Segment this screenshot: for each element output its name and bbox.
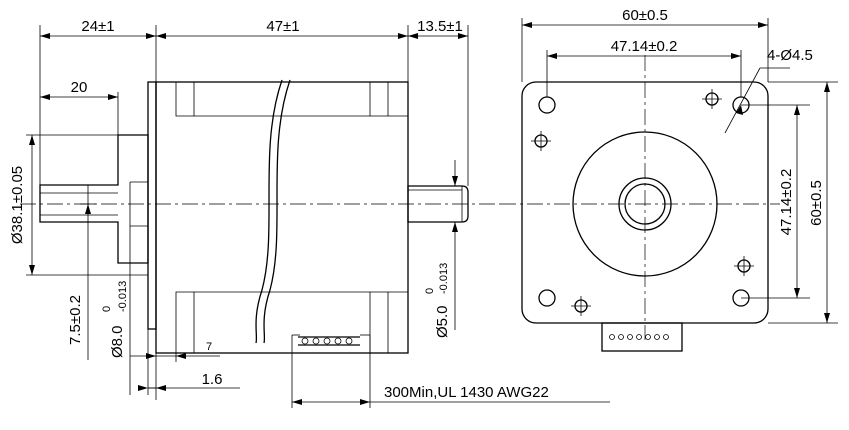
dim-flange-thk: 1.6 [138, 371, 240, 391]
dim-shaft-label: 13.5±1 [417, 18, 463, 35]
pilot-boss [572, 131, 718, 277]
dim-rear-offset-label: 7.5±0.2 [67, 295, 84, 345]
dim-rear-shaft-label: Ø8.0 [109, 325, 126, 358]
dim-rear-offset: 7.5±0.2 [67, 185, 96, 360]
shaft-bore [624, 183, 666, 225]
connector [601, 322, 683, 352]
dim-front-shaft-tol-upper: 0 [424, 288, 436, 294]
dim-rear-shaft: Ø8.0 0 -0.013 [101, 182, 149, 395]
shaft-bore-outer [618, 177, 672, 231]
dim-flange: 24±1 [39, 18, 157, 185]
dim-flange-gap: 7 [130, 329, 220, 400]
dim-boss: 20 [40, 79, 119, 135]
dim-front-shaft-label: Ø5.0 [434, 305, 451, 338]
front-view: 60±0.5 47.14±0.2 4-Ø4.5 47.14±0.2 [500, 7, 838, 352]
break-line-left [255, 79, 283, 344]
rear-flange [147, 81, 157, 330]
dim-holes: 4-Ø4.5 [724, 47, 813, 134]
dim-flange-gap-label: 7 [206, 341, 212, 353]
dim-body-label: 47±1 [266, 18, 299, 35]
dim-boss-label: 20 [71, 79, 88, 96]
break-line-right [263, 79, 291, 344]
dim-boss-dia: Ø38.1±0.05 [9, 134, 148, 276]
front-shaft [407, 185, 469, 223]
dim-front-shaft: Ø5.0 0 -0.013 [424, 160, 458, 338]
dim-front-shaft-tol-lower: -0.013 [438, 263, 450, 294]
dim-holes-label: 4-Ø4.5 [767, 47, 813, 64]
dim-boss-dia-label: Ø38.1±0.05 [9, 166, 26, 244]
dim-hole-spacing-v: 47.14±0.2 [741, 104, 810, 299]
dim-shaft: 13.5±1 [408, 18, 469, 186]
dim-flange-label: 24±1 [81, 18, 114, 35]
dim-body: 47±1 [156, 18, 409, 82]
dim-hole-spacing-v-label: 47.14±0.2 [778, 169, 795, 236]
threaded-holes [531, 89, 754, 316]
dim-flange-thk-label: 1.6 [202, 371, 223, 388]
dim-height-label: 60±0.5 [808, 180, 825, 226]
dim-width-label: 60±0.5 [622, 7, 668, 24]
dim-width: 60±0.5 [521, 7, 769, 82]
dim-rear-shaft-tol-lower: -0.013 [117, 281, 129, 312]
dim-hole-spacing-h-label: 47.14±0.2 [611, 38, 678, 55]
rear-boss-outline [39, 134, 149, 264]
dim-lead: 300Min,UL 1430 AWG22 [291, 335, 610, 408]
dim-height: 60±0.5 [768, 81, 838, 324]
dim-rear-shaft-tol-upper: 0 [101, 306, 113, 312]
lead-spec-label: 300Min,UL 1430 AWG22 [384, 384, 549, 401]
dim-hole-spacing-h: 47.14±0.2 [546, 38, 742, 97]
side-view: 24±1 20 47±1 13.5±1 [9, 18, 610, 408]
lead-wires [292, 334, 370, 346]
